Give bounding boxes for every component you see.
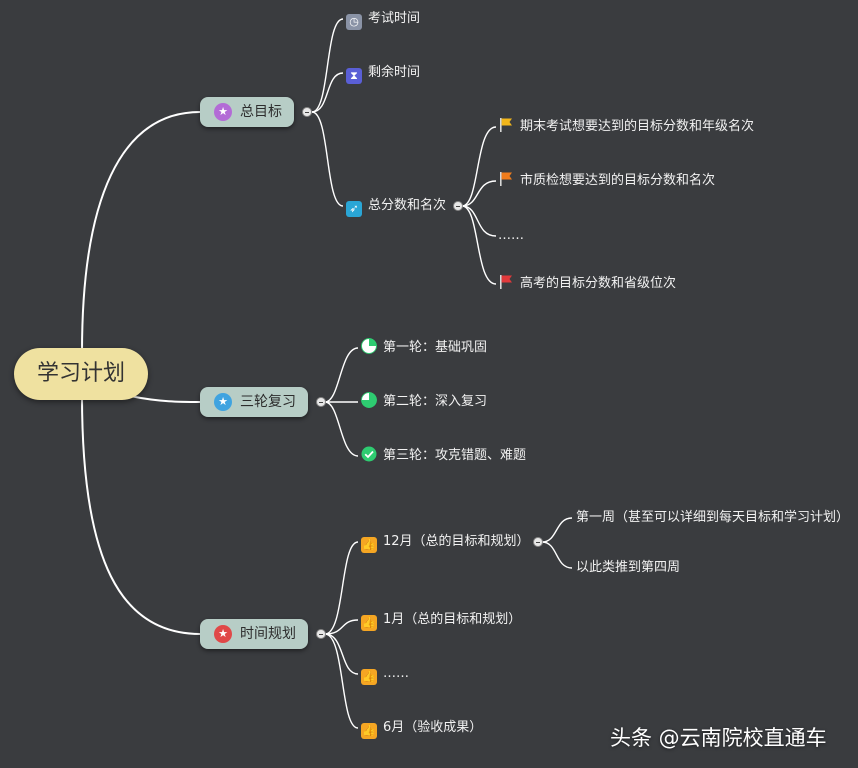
clock-icon: ◷ — [346, 14, 362, 30]
leaf-round3[interactable]: 第三轮：攻克错题、难题 — [361, 446, 526, 466]
connector-root-review — [129, 395, 201, 403]
leaf-gaokao[interactable]: 高考的目标分数和省级位次 — [498, 274, 676, 294]
collapse-toggle-review[interactable] — [316, 397, 326, 407]
branch-schedule-label: 时间规划 — [240, 626, 296, 642]
leaf-city-exam[interactable]: 市质检想要达到的目标分数和名次 — [498, 171, 715, 191]
leaf-week4[interactable]: 以此类推到第四周 — [576, 558, 680, 578]
branch-review[interactable]: ★ 三轮复习 — [200, 387, 308, 417]
yellow-flag-icon — [500, 118, 512, 132]
leaf-june-label: 6月（验收成果） — [383, 720, 483, 735]
leaf-month-ellipsis[interactable]: 👍 …… — [361, 664, 409, 685]
leaf-round3-label: 第三轮：攻克错题、难题 — [383, 448, 527, 463]
leaf-score-ellipsis-label: …… — [498, 228, 524, 243]
rocket-icon: ➶ — [346, 201, 362, 217]
leaf-remaining-time[interactable]: ⧗ 剩余时间 — [346, 63, 421, 84]
leaf-round2[interactable]: 第二轮：深入复习 — [361, 392, 487, 412]
star-icon: ★ — [214, 393, 232, 411]
connector-root-goal — [81, 111, 201, 353]
leaf-week4-label: 以此类推到第四周 — [576, 560, 681, 575]
thumbs-up-icon: 👍 — [361, 669, 377, 685]
leaf-january[interactable]: 👍 1月（总的目标和规划） — [361, 610, 522, 631]
leaf-round1[interactable]: 第一轮：基础巩固 — [361, 338, 487, 358]
thumbs-up-icon: 👍 — [361, 615, 377, 631]
leaf-score-rank-label: 总分数和名次 — [368, 198, 447, 213]
branch-review-label: 三轮复习 — [240, 394, 296, 410]
check-complete-icon — [361, 446, 377, 462]
branch-goal[interactable]: ★ 总目标 — [200, 97, 294, 127]
collapse-toggle-schedule[interactable] — [316, 629, 326, 639]
collapse-toggle-december[interactable] — [533, 537, 543, 547]
thumbs-up-icon: 👍 — [361, 723, 377, 739]
orange-flag-icon — [500, 172, 512, 186]
leaf-round2-label: 第二轮：深入复习 — [383, 394, 488, 409]
leaf-december[interactable]: 👍 12月（总的目标和规划） — [361, 532, 530, 553]
leaf-december-label: 12月（总的目标和规划） — [383, 534, 530, 549]
collapse-toggle-goal[interactable] — [302, 107, 312, 117]
three-quarter-progress-icon — [361, 392, 377, 408]
hourglass-icon: ⧗ — [346, 68, 362, 84]
leaf-month-ellipsis-label: …… — [383, 666, 409, 681]
thumbs-up-icon: 👍 — [361, 537, 377, 553]
star-icon: ★ — [214, 103, 232, 121]
leaf-june[interactable]: 👍 6月（验收成果） — [361, 718, 483, 739]
leaf-january-label: 1月（总的目标和规划） — [383, 612, 522, 627]
leaf-final-exam[interactable]: 期末考试想要达到的目标分数和年级名次 — [498, 117, 754, 137]
leaf-gaokao-label: 高考的目标分数和省级位次 — [520, 276, 677, 291]
leaf-remaining-time-label: 剩余时间 — [368, 65, 421, 80]
leaf-week1-label: 第一周（甚至可以详细到每天目标和学习计划） — [576, 510, 850, 525]
leaf-score-rank[interactable]: ➶ 总分数和名次 — [346, 196, 447, 217]
branch-schedule[interactable]: ★ 时间规划 — [200, 619, 308, 649]
quarter-progress-icon — [361, 338, 377, 354]
leaf-round1-label: 第一轮：基础巩固 — [383, 340, 488, 355]
leaf-exam-time-label: 考试时间 — [368, 11, 421, 26]
connector-root-schedule — [81, 395, 201, 635]
star-icon: ★ — [214, 625, 232, 643]
leaf-final-exam-label: 期末考试想要达到的目标分数和年级名次 — [520, 119, 755, 134]
root-node[interactable]: 学习计划 — [14, 348, 148, 400]
branch-goal-label: 总目标 — [240, 104, 282, 120]
leaf-city-exam-label: 市质检想要达到的目标分数和名次 — [520, 173, 716, 188]
collapse-toggle-score-rank[interactable] — [453, 201, 463, 211]
leaf-exam-time[interactable]: ◷ 考试时间 — [346, 9, 421, 30]
watermark: 头条 @云南院校直通车 — [610, 726, 827, 750]
leaf-score-ellipsis[interactable]: …… — [498, 226, 524, 246]
red-flag-icon — [500, 275, 512, 289]
leaf-week1[interactable]: 第一周（甚至可以详细到每天目标和学习计划） — [576, 508, 849, 528]
